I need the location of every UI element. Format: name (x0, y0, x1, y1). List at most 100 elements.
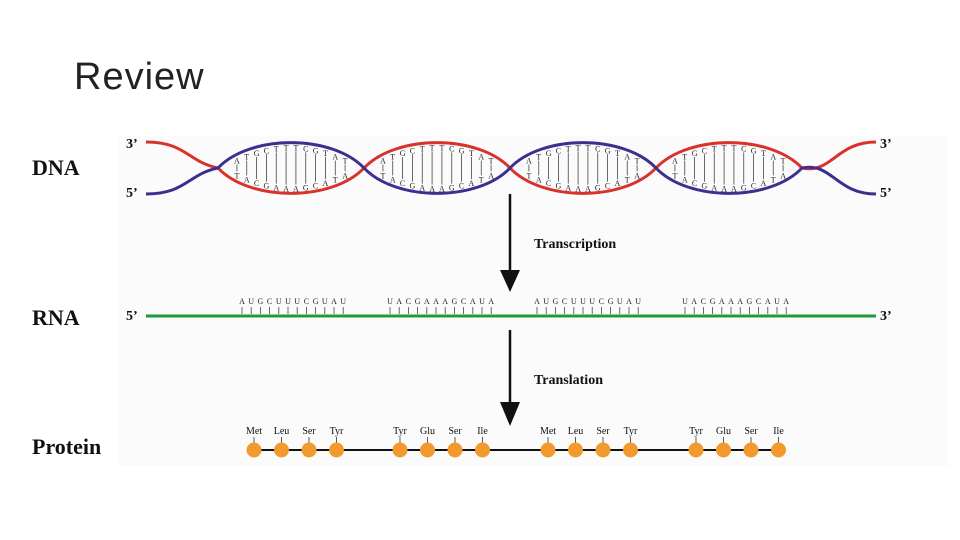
dna-base-top: T (576, 143, 581, 152)
rna-base: U (589, 297, 595, 306)
dna-base-bottom: T (526, 171, 531, 180)
rna-base: U (387, 297, 393, 306)
dna-base-bottom: A (575, 185, 581, 194)
rna-base: G (608, 297, 614, 306)
amino-acid-bead (568, 442, 583, 458)
dna-base-top: T (566, 144, 571, 153)
dna-base-top: T (293, 143, 298, 152)
amino-acid-bead (623, 442, 638, 458)
rna-base: A (534, 297, 540, 306)
rna-base: A (442, 297, 448, 306)
amino-acid-label: Ser (448, 426, 462, 437)
rna-base: G (710, 297, 716, 306)
dna-base-bottom: A (565, 184, 571, 193)
dna-base-top: G (692, 149, 698, 158)
dna-base-bottom: A (731, 185, 737, 194)
dna-base-bottom: A (293, 185, 299, 194)
dna-base-bottom: A (615, 179, 621, 188)
dna-base-bottom: C (313, 182, 318, 191)
dna-left-top-end: 3’ (126, 137, 138, 152)
dna-base-bottom: T (380, 171, 385, 180)
dna-base-bottom: C (605, 182, 610, 191)
dna-base-bottom: A (711, 184, 717, 193)
dna-base-bottom: C (692, 179, 697, 188)
dna-base-bottom: C (751, 182, 756, 191)
dna-base-bottom: C (254, 179, 259, 188)
dna-base-top: T (284, 143, 289, 152)
rna-base: U (479, 297, 485, 306)
dna-base-top: C (702, 146, 707, 155)
rna-base: G (415, 297, 421, 306)
dna-base-top: T (244, 153, 249, 162)
amino-acid-label: Glu (420, 426, 435, 437)
rna-base: G (258, 297, 264, 306)
dna-base-top: G (751, 146, 757, 155)
row-label-rna: RNA (32, 305, 80, 330)
dna-base-bottom: G (303, 184, 309, 193)
rna-base: A (331, 297, 337, 306)
amino-acid-bead (420, 442, 435, 458)
amino-acid-bead (771, 442, 786, 458)
amino-acid-label: Leu (568, 426, 584, 437)
dna-base-bottom: G (410, 182, 416, 191)
amino-acid-bead (392, 442, 408, 458)
dna-base-top: A (526, 157, 532, 166)
dna-base-bottom: A (439, 185, 445, 194)
amino-acid-bead (716, 442, 731, 458)
dna-base-bottom: A (273, 184, 279, 193)
rna-base: A (691, 297, 697, 306)
amino-acid-bead (540, 442, 556, 458)
rna-base: U (571, 297, 577, 306)
dna-base-top: T (430, 143, 435, 152)
dna-strand-blue (145, 141, 877, 196)
rna-base: C (701, 297, 706, 306)
dna-base-top: C (410, 146, 415, 155)
rna-left-end: 5’ (126, 309, 138, 324)
dna-base-top: T (615, 149, 620, 158)
amino-acid-label: Tyr (393, 426, 407, 437)
transcription-arrow-head (500, 270, 520, 292)
dna-base-top: C (264, 146, 269, 155)
dna-base-bottom: A (342, 171, 348, 180)
rna-base: G (747, 297, 753, 306)
rna-base: U (285, 297, 291, 306)
amino-acid-label: Met (540, 426, 556, 437)
dna-base-top: A (624, 153, 630, 162)
rna-base: U (322, 297, 328, 306)
figure-background (118, 136, 948, 466)
dna-base-bottom: A (634, 171, 640, 180)
rna-base: A (488, 297, 494, 306)
rna-base: U (340, 297, 346, 306)
dna-base-top: T (761, 149, 766, 158)
row-label-dna: DNA (32, 155, 80, 180)
dna-base-bottom: A (419, 184, 425, 193)
dna-base-bottom: A (682, 175, 688, 184)
rna-base: C (756, 297, 761, 306)
rna-base: A (433, 297, 439, 306)
amino-acid-bead (595, 442, 611, 458)
amino-acid-label: Glu (716, 426, 731, 437)
amino-acid-bead (329, 442, 344, 458)
rna-base: U (543, 297, 549, 306)
rna-base: U (617, 297, 623, 306)
dna-base-bottom: T (333, 175, 338, 184)
rna-base: U (248, 297, 254, 306)
amino-acid-bead (301, 442, 317, 458)
dna-base-top: C (556, 146, 561, 155)
amino-acid-label: Ser (744, 426, 758, 437)
dna-base-top: A (770, 153, 776, 162)
amino-acid-bead (475, 442, 490, 458)
rna-base: C (562, 297, 567, 306)
dna-base-bottom: T (234, 171, 239, 180)
dna-base-bottom: A (780, 171, 786, 180)
dna-base-bottom: G (702, 182, 708, 191)
dna-base-top: T (536, 153, 541, 162)
dna-base-bottom: A (244, 175, 250, 184)
amino-acid-label: Leu (274, 426, 290, 437)
amino-acid-label: Tyr (689, 426, 703, 437)
